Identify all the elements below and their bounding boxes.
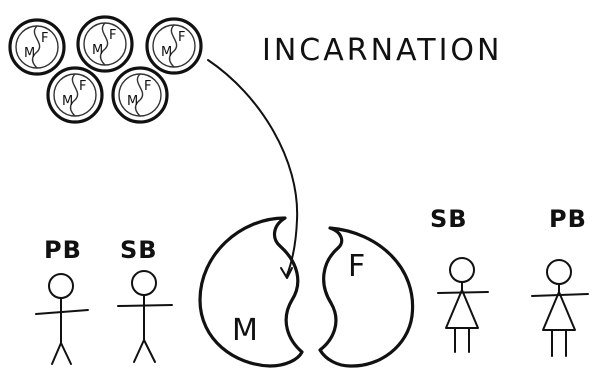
incarnation-arrow	[207, 59, 299, 276]
diagram-title: INCARNATION	[262, 33, 502, 68]
soul-circle: M F	[145, 17, 203, 75]
soul-female-label: F	[144, 79, 151, 94]
figure-label: PB	[549, 205, 587, 233]
soul-male-label: M	[24, 46, 35, 61]
soul-female-label: F	[109, 28, 116, 43]
soul-female-label: F	[41, 31, 48, 46]
figure-label: SB	[120, 236, 158, 264]
figure-label: SB	[430, 205, 468, 233]
yin-yang-female-label: F	[348, 249, 365, 284]
figure-sb-left: SB	[117, 236, 173, 363]
soul-male-label: M	[127, 94, 138, 109]
soul-female-label: F	[178, 30, 185, 45]
soul-circle: M F	[46, 66, 104, 124]
figure-label: PB	[44, 236, 82, 264]
soul-circle: M F	[8, 18, 66, 76]
yin-yang-female-half	[318, 226, 415, 368]
figure-pb-right: PB	[531, 205, 589, 357]
figure-sb-right: SB	[430, 205, 489, 353]
soul-circle: M F	[76, 15, 134, 73]
figure-pb-left: PB	[35, 236, 89, 365]
soul-female-label: F	[79, 79, 86, 94]
arrow-head	[280, 267, 293, 279]
soul-male-label: M	[161, 45, 172, 60]
yin-yang-split: M F	[198, 216, 415, 368]
soul-male-label: M	[62, 94, 73, 109]
yin-yang-male-label: M	[232, 313, 258, 348]
soul-male-label: M	[92, 43, 103, 58]
yin-yang-male-half	[198, 216, 304, 368]
soul-circle: M F	[111, 66, 169, 124]
soul-pool: M F M F M F M F M F	[8, 15, 203, 124]
